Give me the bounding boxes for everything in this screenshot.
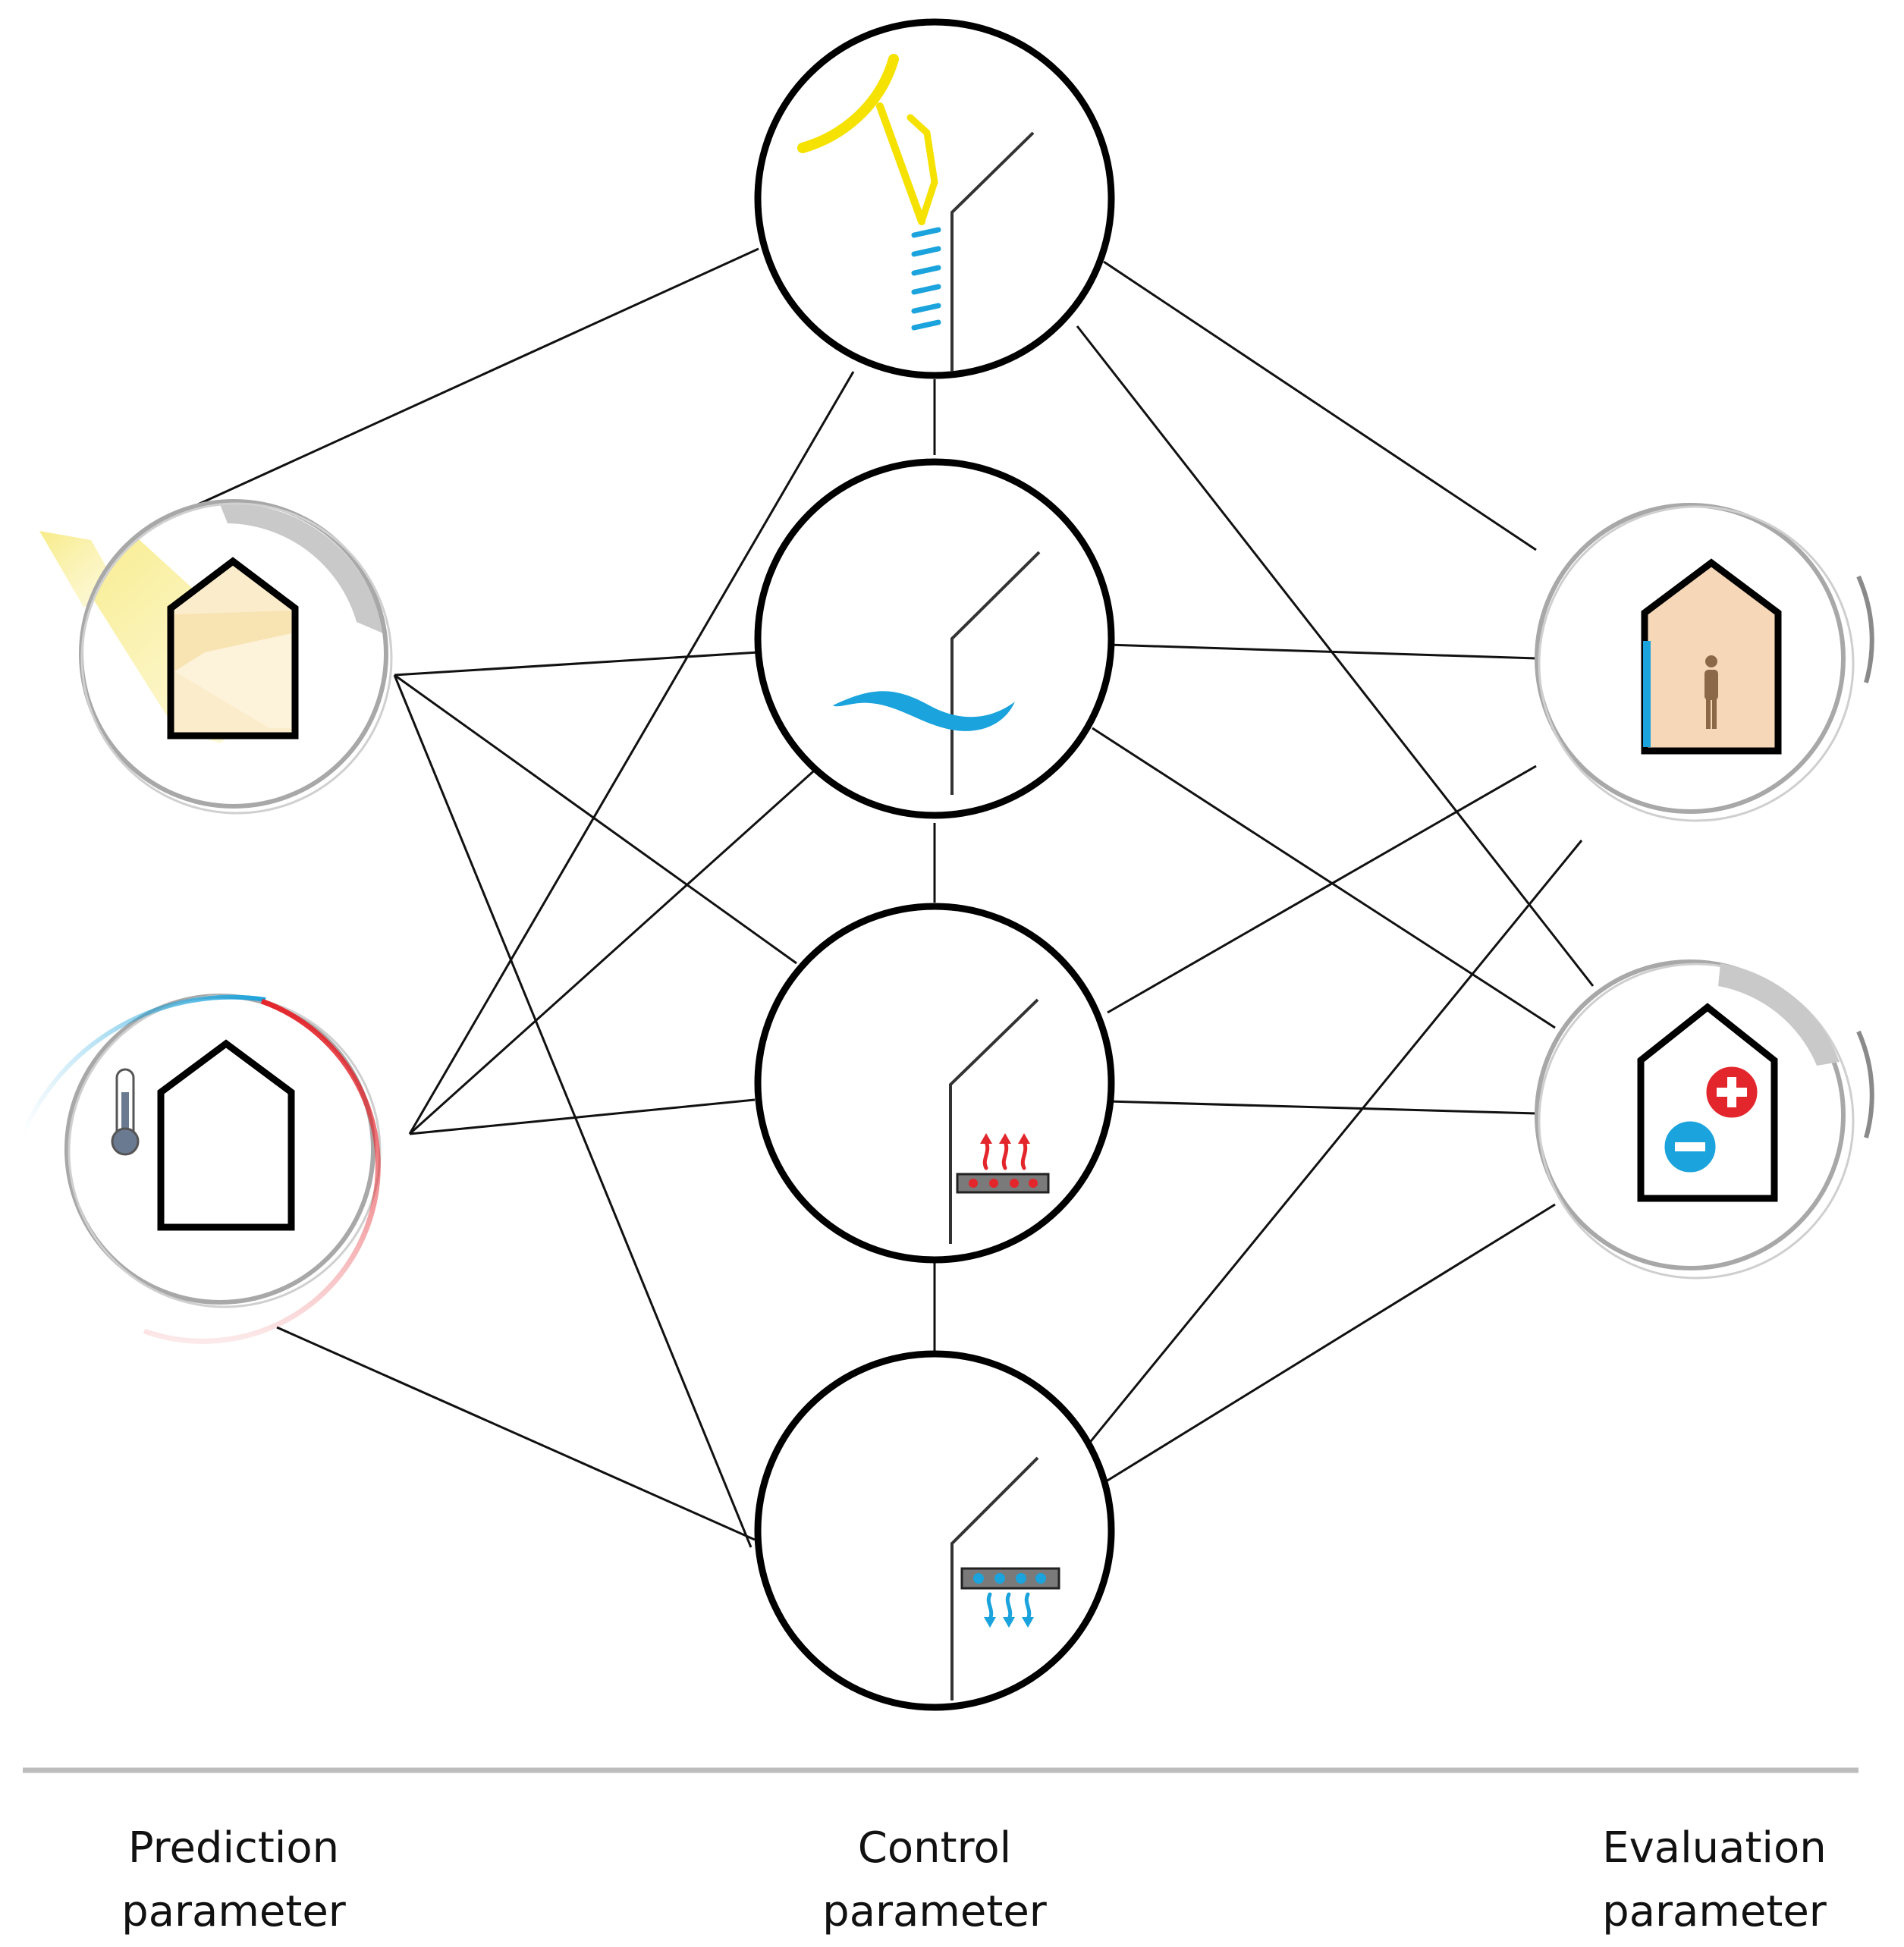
- node-outdoor-temperature[interactable]: [20, 994, 382, 1344]
- thermometer-icon: [111, 1068, 140, 1156]
- edge-solar-ventilation: [394, 651, 759, 677]
- node-indoor-comfort[interactable]: [1535, 503, 1874, 822]
- evaluation-label-line1: Evaluation: [1602, 1823, 1827, 1873]
- edge-ventilation-energy: [1092, 727, 1556, 1029]
- prediction-label-line1: Prediction: [127, 1823, 340, 1873]
- edge-solar-cooling: [393, 674, 752, 1548]
- air-flow-icon: [833, 551, 1041, 795]
- plus-icon: [1702, 1063, 1761, 1122]
- node-energy-balance[interactable]: [1535, 959, 1874, 1280]
- heating-radiator-icon: [949, 998, 1050, 1244]
- edge-cooling-energy: [1103, 1203, 1556, 1484]
- node-heating[interactable]: [754, 903, 1115, 1264]
- edge-temp-heating: [409, 1098, 756, 1135]
- node-solar-radiation[interactable]: [39, 499, 394, 819]
- prediction-label: Prediction parameter: [44, 1817, 423, 1944]
- house-plus-minus-icon: [1637, 1003, 1778, 1202]
- shadow-arc: [220, 504, 383, 633]
- edge-ventilation-indoor: [1107, 643, 1537, 660]
- connections: [189, 247, 1595, 1548]
- edge-shading-energy: [1076, 325, 1595, 987]
- cooling-panel-icon: [950, 1456, 1060, 1700]
- edge-temp-cooling: [276, 1326, 756, 1541]
- hot-arc: [143, 998, 381, 1344]
- control-label-line2: parameter: [822, 1887, 1047, 1936]
- edge-solar-heating: [394, 674, 797, 965]
- edge-solar-shading: [189, 247, 759, 510]
- edge-shading-indoor: [1103, 260, 1537, 551]
- house-thermometer-icon: [157, 1039, 295, 1231]
- node-shading[interactable]: [754, 18, 1115, 379]
- house-sun-icon: [167, 557, 299, 740]
- node-cooling[interactable]: [754, 1350, 1115, 1711]
- edge-cooling-indoor: [1083, 840, 1583, 1449]
- shading-blinds-icon: [797, 54, 1035, 372]
- prediction-label-line2: parameter: [121, 1887, 346, 1936]
- occupant-figure: [1704, 655, 1718, 729]
- cold-arc: [20, 994, 266, 1135]
- minus-icon: [1661, 1117, 1720, 1176]
- edge-heating-indoor: [1107, 765, 1537, 1014]
- house-occupant-icon: [1641, 558, 1782, 755]
- edge-temp-shading: [408, 371, 855, 1135]
- edge-temp-ventilation: [408, 765, 821, 1135]
- edge-heating-energy: [1107, 1100, 1537, 1115]
- node-ventilation[interactable]: [754, 458, 1115, 819]
- control-label-line1: Control: [857, 1823, 1012, 1873]
- evaluation-label: Evaluation parameter: [1525, 1817, 1904, 1944]
- control-label: Control parameter: [745, 1817, 1124, 1944]
- evaluation-label-line2: parameter: [1602, 1887, 1827, 1936]
